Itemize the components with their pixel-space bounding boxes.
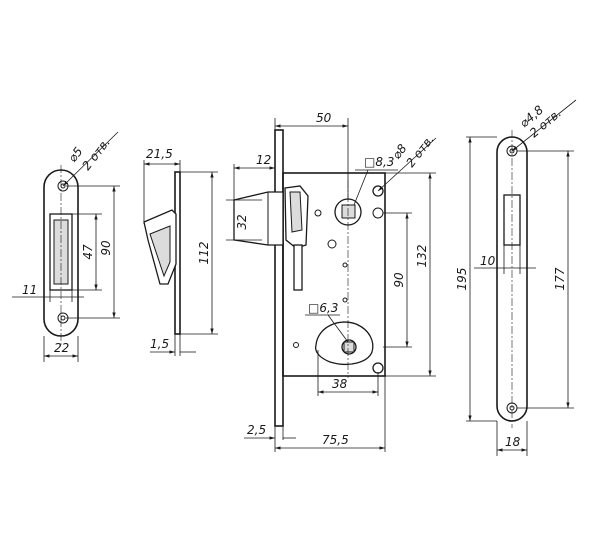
strike-offset-label: 11	[22, 283, 37, 297]
body-height-label: 132	[415, 245, 429, 268]
square-top-label: □8,3	[364, 155, 394, 169]
key-width-label: 38	[332, 377, 348, 391]
total-width-label: 75,5	[322, 433, 349, 447]
strike-plate-view: ⌀5 2 отв. 90 47 11 22	[12, 131, 120, 362]
faceplate-thk-label: 2,5	[247, 423, 266, 437]
latch-height-label: 32	[235, 214, 249, 229]
lock-case	[282, 172, 386, 377]
spindle-square-top	[341, 204, 356, 219]
latch-tail	[293, 244, 303, 291]
face-slot-offset-label: 10	[480, 254, 496, 268]
spindle-square-bottom	[343, 341, 355, 353]
face-width-label: 18	[505, 435, 521, 449]
strike-width-label: 22	[54, 341, 69, 355]
faceplate-view: ⌀4,8 2 отв. 195 177 10 18	[455, 99, 577, 456]
strike-height-label: 90	[99, 240, 113, 256]
lock-body-view: 50 12 32 □8,3 ⌀8 2 отв. 132 90 □6,3	[226, 111, 437, 452]
side-plate-label: 1,5	[150, 337, 169, 351]
holes-spacing-label: 90	[392, 272, 406, 288]
face-total-label: 195	[455, 268, 469, 291]
strike-slot-label: 47	[81, 244, 95, 260]
side-view: 21,5 112 1,5	[143, 147, 218, 356]
latch-proj-label: 12	[256, 153, 271, 167]
side-height-label: 112	[197, 242, 211, 265]
mount-hole-bottom	[372, 362, 384, 374]
side-depth-label: 21,5	[146, 147, 173, 161]
lock-faceplate	[274, 129, 284, 427]
body-width-label: 50	[316, 111, 332, 125]
face-holes-spacing-label: 177	[553, 267, 567, 290]
square-bottom-label: □6,3	[308, 301, 338, 315]
